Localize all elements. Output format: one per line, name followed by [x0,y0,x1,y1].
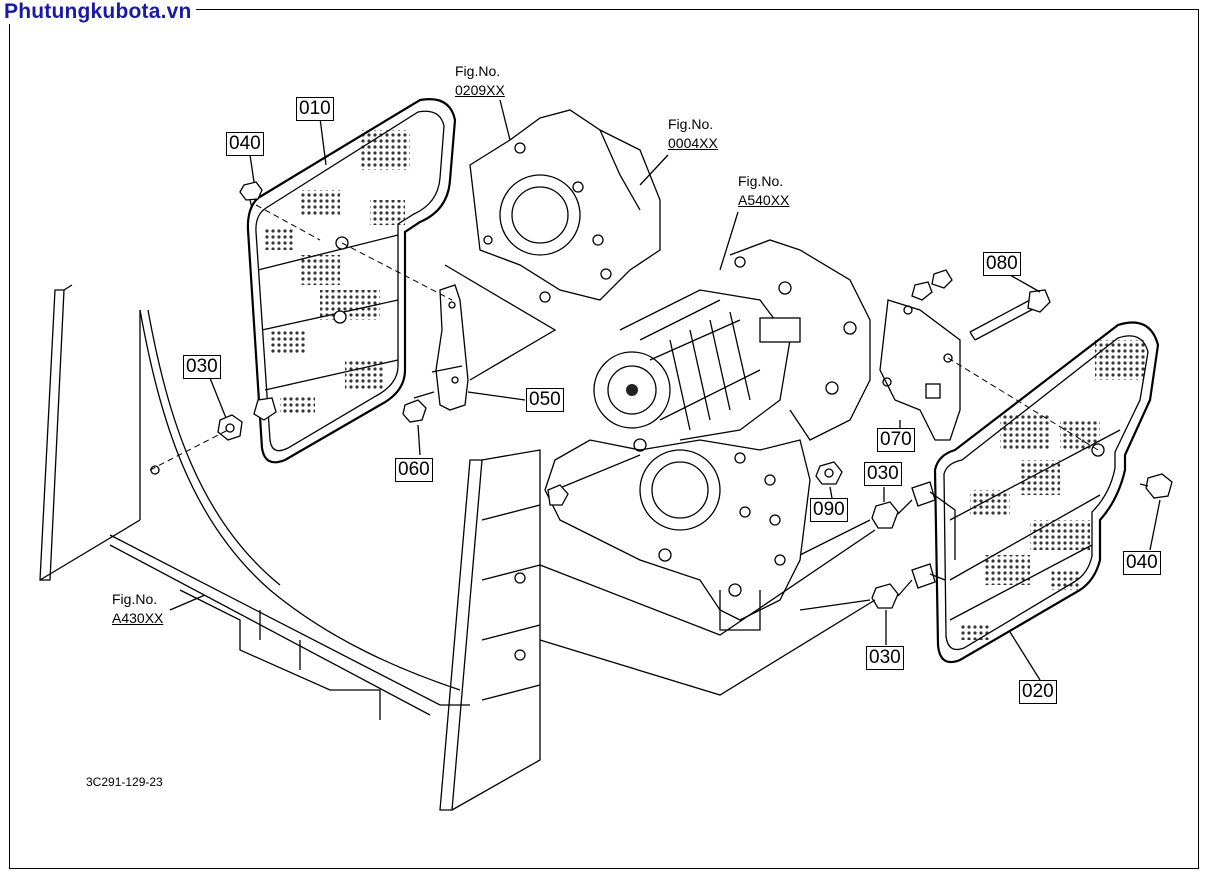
assembly-lines [444,264,876,696]
figure-ref-a540[interactable]: Fig.No. A540XX [738,172,789,210]
part-label-060[interactable]: 060 [395,458,433,482]
engine-block [469,109,871,631]
nut-090 [815,461,843,485]
part-label-010[interactable]: 010 [296,97,334,121]
brand-logo-text[interactable]: Phutungkubota.vn [2,0,196,24]
part-label-030-upper[interactable]: 030 [864,462,902,486]
part-label-020[interactable]: 020 [1019,680,1057,704]
right-fasteners [871,473,1173,609]
left-frame-panel [39,284,541,811]
right-guard-020 [933,321,1160,664]
figure-ref-a430[interactable]: Fig.No. A430XX [112,590,163,628]
part-label-070[interactable]: 070 [877,428,915,452]
left-guard-010 [246,98,457,464]
figure-ref-0209[interactable]: Fig.No. 0209XX [455,62,505,100]
figure-ref-0004[interactable]: Fig.No. 0004XX [668,115,718,153]
drawing-frame [9,9,1199,869]
figure-ref-title: Fig.No. [455,63,501,79]
figure-ref-title: Fig.No. [112,591,158,607]
figure-ref-code: A540XX [738,192,790,208]
part-label-080[interactable]: 080 [983,252,1021,276]
part-label-030-left[interactable]: 030 [183,355,221,379]
figure-ref-title: Fig.No. [668,116,714,132]
part-label-030-lower[interactable]: 030 [866,646,904,670]
part-label-090[interactable]: 090 [810,498,848,522]
part-label-040-right[interactable]: 040 [1123,551,1161,575]
leader-lines [169,99,1161,681]
figure-ref-code: 0004XX [668,135,718,151]
figure-ref-title: Fig.No. [738,173,784,189]
part-label-050[interactable]: 050 [526,388,564,412]
bracket-070 [879,299,961,441]
part-label-040-left[interactable]: 040 [226,132,264,156]
figure-ref-code: 0209XX [455,82,505,98]
drawing-code: 3C291-129-23 [86,775,163,789]
bolt-080 [911,269,1051,341]
figure-ref-code: A430XX [112,610,164,626]
left-fasteners [149,181,435,471]
bracket-050 [341,242,526,411]
